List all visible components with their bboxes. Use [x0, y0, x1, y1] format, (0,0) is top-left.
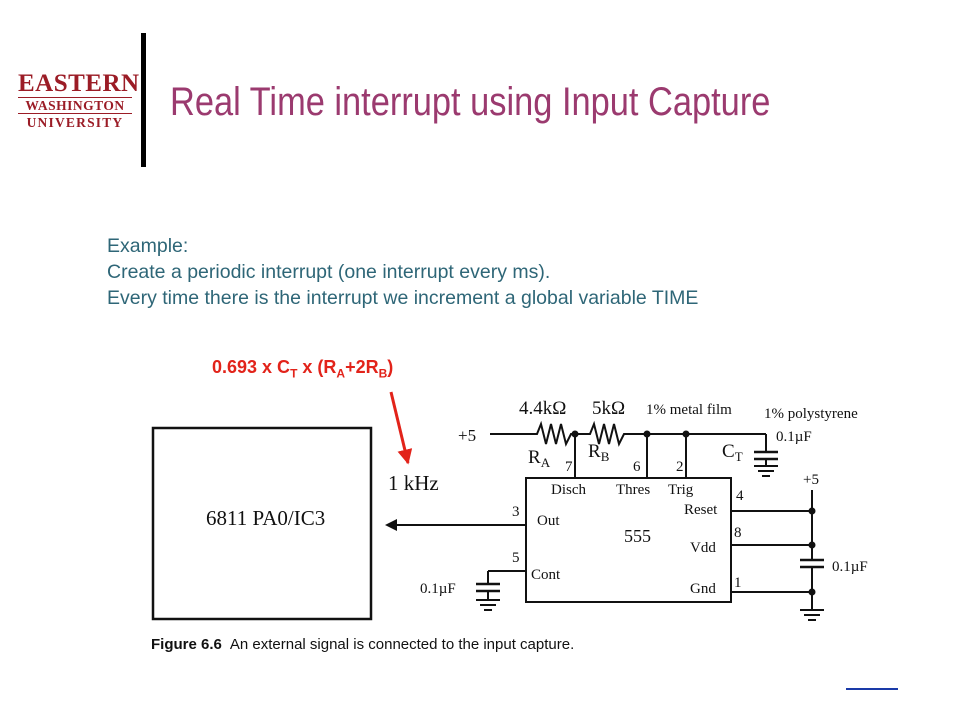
body-line-3: Every time there is the interrupt we inc… [107, 287, 699, 309]
pin-6-number: 6 [633, 459, 641, 475]
pin-out-label: Out [537, 513, 560, 529]
logo-line-washington: WASHINGTON [18, 97, 132, 114]
pin-7-number: 7 [565, 459, 573, 475]
pin-cont-label: Cont [531, 567, 561, 583]
output-arrow [385, 519, 397, 531]
rb-label: RB [588, 441, 610, 464]
ct-label: CT [722, 441, 743, 464]
metal-film-label: 1% metal film [646, 402, 732, 418]
ra-resistor [490, 420, 575, 447]
logo-line-eastern: EASTERN [18, 70, 140, 97]
chip-555 [525, 477, 732, 603]
bypass-capacitor [800, 558, 824, 621]
slide-title: Real Time interrupt using Input Capture [170, 80, 771, 124]
frequency-formula: 0.693 x CT x (RA+2RB) [212, 357, 394, 381]
polystyrene-label: 1% polystyrene [764, 406, 858, 422]
pin-thres-label: Thres [616, 482, 650, 498]
bypass-cap-label: 0.1µF [832, 559, 868, 575]
pin-3-number: 3 [512, 504, 520, 520]
mcu-box [151, 426, 373, 621]
figure-caption-text: An external signal is connected to the i… [229, 636, 575, 653]
navigation-link[interactable] [846, 688, 898, 690]
formula-arrow [389, 391, 413, 465]
ct-capacitor [754, 434, 778, 477]
pin-8-number: 8 [734, 525, 742, 541]
pin-vdd-label: Vdd [690, 540, 716, 556]
pin-trig-label: Trig [668, 482, 694, 498]
figure-label: Figure 6.6 [151, 636, 222, 653]
rb-resistor [575, 420, 766, 447]
logo-line-university: UNIVERSITY [26, 115, 124, 130]
pin-2-number: 2 [676, 459, 684, 475]
supply-left-label: +5 [458, 426, 476, 445]
rb-value-label: 5kΩ [592, 398, 625, 419]
pin-gnd-label: Gnd [690, 581, 716, 597]
body-line-1: Example: [107, 235, 189, 257]
cont-cap-label: 0.1µF [420, 581, 456, 597]
ra-label: RA [528, 447, 551, 470]
title-divider [141, 33, 146, 167]
node-vdd [808, 541, 816, 549]
ct-value-label: 0.1µF [776, 429, 812, 445]
ra-value-label: 4.4kΩ [519, 398, 566, 419]
supply-right-label: +5 [803, 472, 819, 488]
pin-1-number: 1 [734, 575, 742, 591]
pin-5-number: 5 [512, 550, 520, 566]
figure-caption: Figure 6.6 An external signal is connecte… [151, 636, 574, 653]
node-reset [808, 507, 816, 515]
cont-capacitor [476, 570, 526, 611]
slide-body: Example: Create a periodic interrupt (on… [107, 233, 698, 311]
mcu-label: 6811 PA0/IC3 [206, 506, 325, 530]
pin-reset-label: Reset [684, 502, 718, 518]
chip-label: 555 [624, 526, 651, 546]
frequency-label: 1 kHz [388, 471, 439, 495]
pin-disch-label: Disch [551, 482, 586, 498]
pin-4-number: 4 [736, 488, 744, 504]
university-logo: EASTERN WASHINGTON UNIVERSITY [18, 70, 140, 131]
body-line-2: Create a periodic interrupt (one interru… [107, 261, 551, 283]
